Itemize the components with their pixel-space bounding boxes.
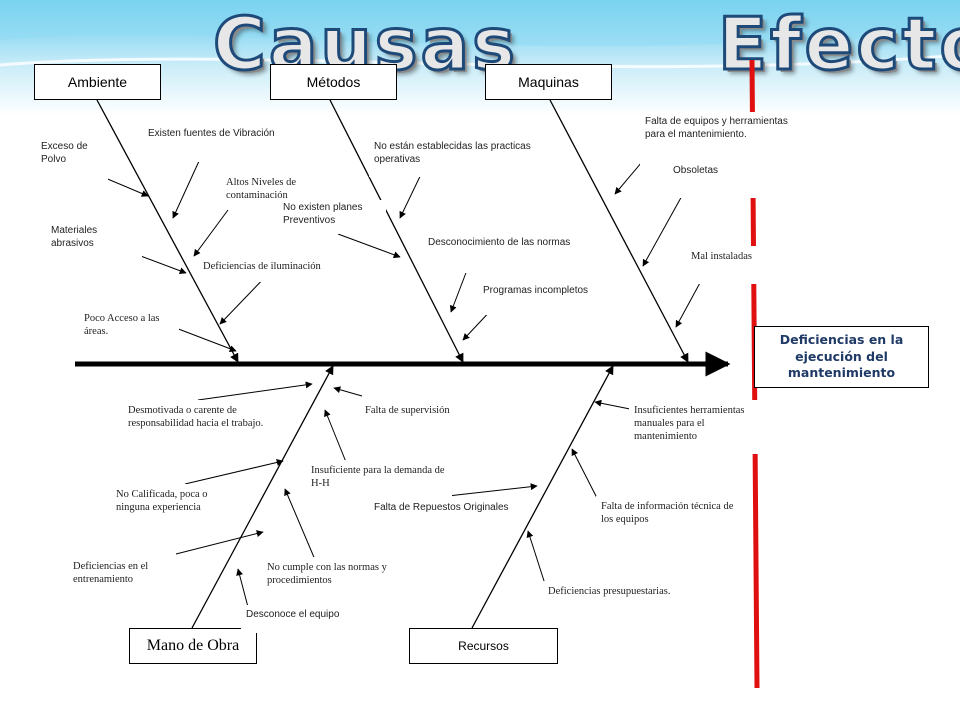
cause-deficiencias-iluminacion: Deficiencias de iluminación bbox=[198, 258, 368, 282]
bone-mano-de-obra bbox=[191, 365, 334, 629]
cause-materiales-abrasivos: Materiales abrasivos bbox=[46, 221, 142, 281]
cause-falta-informacion-tecnica: Falta de información técnica de los equi… bbox=[596, 496, 740, 540]
effect-box: Deficiencias en la ejecución del manteni… bbox=[754, 326, 929, 388]
cause-fuentes-de-vibracion: Existen fuentes de Vibración bbox=[143, 124, 289, 162]
cause-planes-preventivos: No existen planes Preventivos bbox=[278, 200, 386, 234]
cause-falta-repuestos: Falta de Repuestos Originales bbox=[369, 498, 515, 542]
cause-poco-acceso-areas: Poco Acceso a las áreas. bbox=[79, 308, 179, 344]
category-maquinas: Maquinas bbox=[485, 64, 612, 100]
category-recursos: Recursos bbox=[409, 628, 558, 664]
cause-desconocimiento-normas: Desconocimiento de las normas bbox=[423, 233, 580, 273]
cause-programas-incompletos: Programas incompletos bbox=[478, 281, 608, 315]
effect-title: Efecto bbox=[717, 2, 960, 86]
cause-practicas-operativas: No están establecidas las practicas oper… bbox=[369, 137, 549, 177]
cause-exceso-de-polvo: Exceso de Polvo bbox=[36, 137, 108, 205]
bone-ambiente bbox=[96, 99, 239, 363]
bone-metodos bbox=[329, 99, 464, 363]
cause-obsoletas: Obsoletas bbox=[668, 163, 738, 185]
category-ambiente: Ambiente bbox=[34, 64, 161, 100]
cause-deficiencias-presupuestarias: Deficiencias presupuestarias. bbox=[543, 581, 689, 627]
category-metodos: Métodos bbox=[270, 64, 397, 100]
bone-recursos bbox=[471, 365, 614, 629]
cause-deficiencias-entrenamiento: Deficiencias en el entrenamiento bbox=[68, 556, 172, 596]
cause-desmotivada: Desmotivada o carente de responsabilidad… bbox=[123, 400, 271, 452]
cause-insuficientes-herramientas: Insuficientes herramientas manuales para… bbox=[629, 400, 775, 454]
category-mano-de-obra: Mano de Obra bbox=[129, 628, 257, 664]
cause-no-calificada: No Calificada, poca o ninguna experienci… bbox=[111, 484, 233, 526]
cause-no-cumple-normas: No cumple con las normas y procedimiento… bbox=[262, 557, 410, 597]
cause-falta-equipos-herramientas: Falta de equipos y herramientas para el … bbox=[640, 112, 798, 198]
cause-insuficiente-demanda-hh: Insuficiente para la demanda de H-H bbox=[306, 460, 452, 498]
cause-falta-supervision: Falta de supervisión bbox=[360, 400, 505, 442]
bone-maquinas bbox=[549, 99, 689, 363]
cause-desconoce-equipo: Desconoce el equipo bbox=[241, 605, 387, 633]
cause-mal-instaladas: Mal instaladas bbox=[686, 246, 818, 284]
